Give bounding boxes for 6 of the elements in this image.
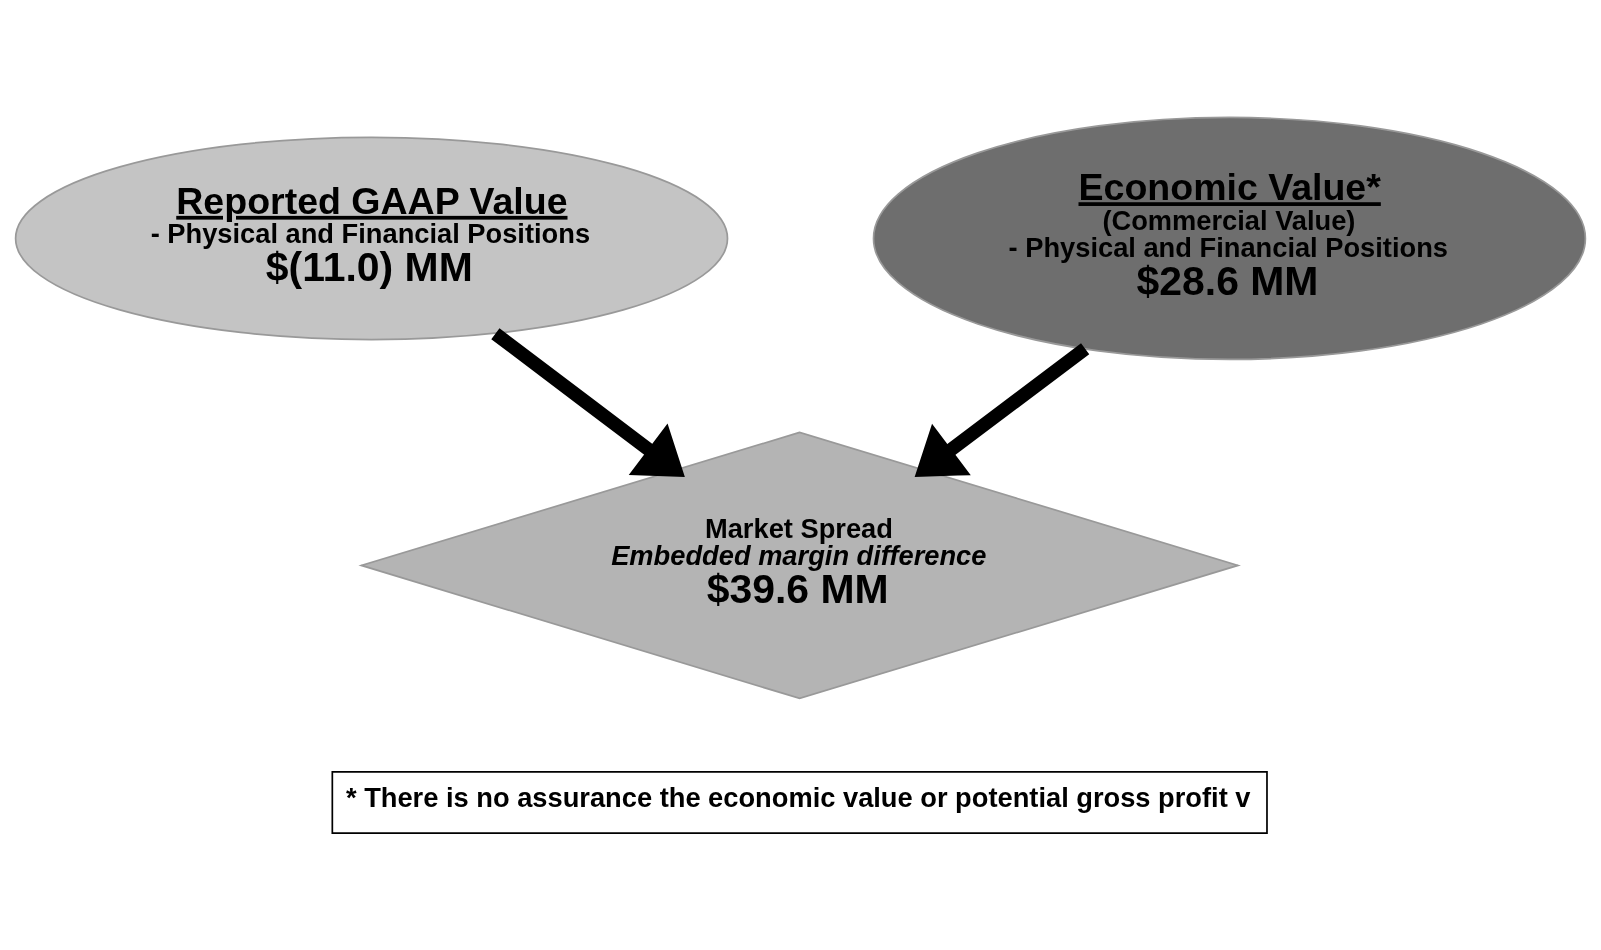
- arrow: [914, 342, 1090, 477]
- label: * There is no assurance the economic value or potential gross profit v: [345, 781, 1251, 813]
- node-diamond: Market Spread Embedded margin difference $39.6 MM: [358, 430, 1241, 699]
- node-ellipse: Economic Value* (Commercial Value) - Physical and Financial Positions $28.6 MM: [872, 116, 1587, 360]
- node-ellipse: Reported GAAP Value - Physical and Financial Positions $(11.0) MM: [14, 135, 729, 340]
- arrow: [491, 327, 685, 477]
